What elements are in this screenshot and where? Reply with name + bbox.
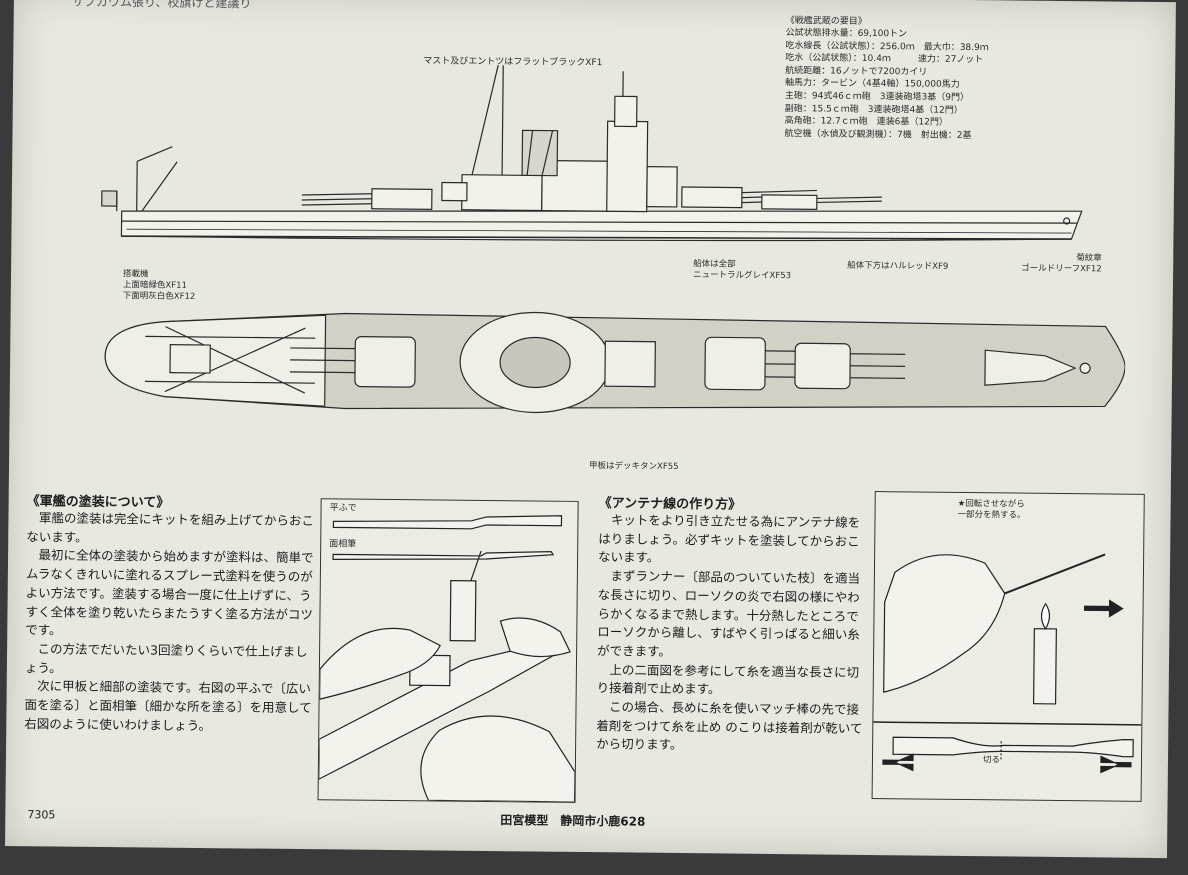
painting-paragraph: 軍艦の塗装は完全にキットを組み上げてからおこないます。 — [26, 510, 315, 545]
antenna-paragraph: 上の二面図を参考にして糸を適当な長さに切り接着剤で止めます。 — [596, 661, 860, 697]
painting-body: 軍艦の塗装は完全にキットを組み上げてからおこないます。 最初に全体の塗装から始め… — [24, 509, 316, 736]
antenna-paragraph: この場合、長めに糸を使いマッチ棒の先で接着剤をつけて糸を止め のこりは接着剤が乾… — [596, 699, 863, 753]
painting-paragraph: この方法でだいたい3回塗りくらいで仕上げましょう。 — [24, 641, 308, 676]
flat-brush-label: 平ふで — [329, 503, 357, 514]
top-cut-text: サブカウム張り、校旗けと建議り — [71, 0, 252, 11]
hull-bottom-label: 船体下方はハルレッドXF9 — [847, 260, 949, 272]
painting-illustration: 平ふで 面相筆 — [317, 498, 579, 803]
battleship-side-view — [101, 64, 1083, 242]
antenna-section: 《アンテナ線の作り方》 キットをより引き立たせる為にアンテナ線をはりましょう。必… — [596, 492, 869, 757]
hull-side-label: 船体は全部 ニュートラルグレイXF53 — [692, 259, 792, 282]
antenna-body: キットをより引き立たせる為にアンテナ線をはりましょう。必ずキットを塗装してからお… — [596, 511, 869, 757]
footer-company: 田宮模型 静岡市小鹿628 — [500, 813, 646, 829]
brush-and-hands-drawing — [318, 515, 576, 802]
footer-code: 7305 — [27, 808, 56, 822]
painting-section: 《軍艦の塗装について》 軍艦の塗装は完全にキットを組み上げてからおこないます。 … — [24, 490, 317, 736]
candle-and-hand-drawing — [873, 553, 1142, 774]
bow-crest-label: 菊紋章 ゴールドリーフXF12 — [1021, 253, 1102, 275]
fine-brush-label: 面相筆 — [329, 539, 357, 550]
battleship-top-view — [104, 311, 1126, 414]
antenna-paragraph: まずランナー〔部品のついていた枝〕を適当な長さに切り、ローソクの炎で右図の様にや… — [597, 568, 861, 659]
painting-paragraph: 次に甲板と細部の塗装です。右図の平ふで〔広い面を塗る〕と面相筆〔細かな所を塗る〕… — [24, 678, 312, 733]
cut-label: 切る — [982, 755, 1001, 766]
antenna-paragraph: キットをより引き立たせる為にアンテナ線をはりましょう。必ずキットを塗装してからお… — [598, 512, 861, 566]
candle-note: ★回転させながら 一部分を熱する。 — [957, 498, 1026, 521]
painting-paragraph: 最初に全体の塗装から始めますが塗料は、簡単でムラなくきれいに塗れるスプレー式塗料… — [25, 547, 314, 638]
deck-label: 甲板はデッキタンXF55 — [588, 461, 679, 472]
antenna-illustration: ★回転させながら 一部分を熱する。 切る — [871, 491, 1145, 802]
instruction-sheet: サブカウム張り、校旗けと建議り マスト及びエントツはフラットブラックXF1 《戦… — [5, 0, 1176, 859]
